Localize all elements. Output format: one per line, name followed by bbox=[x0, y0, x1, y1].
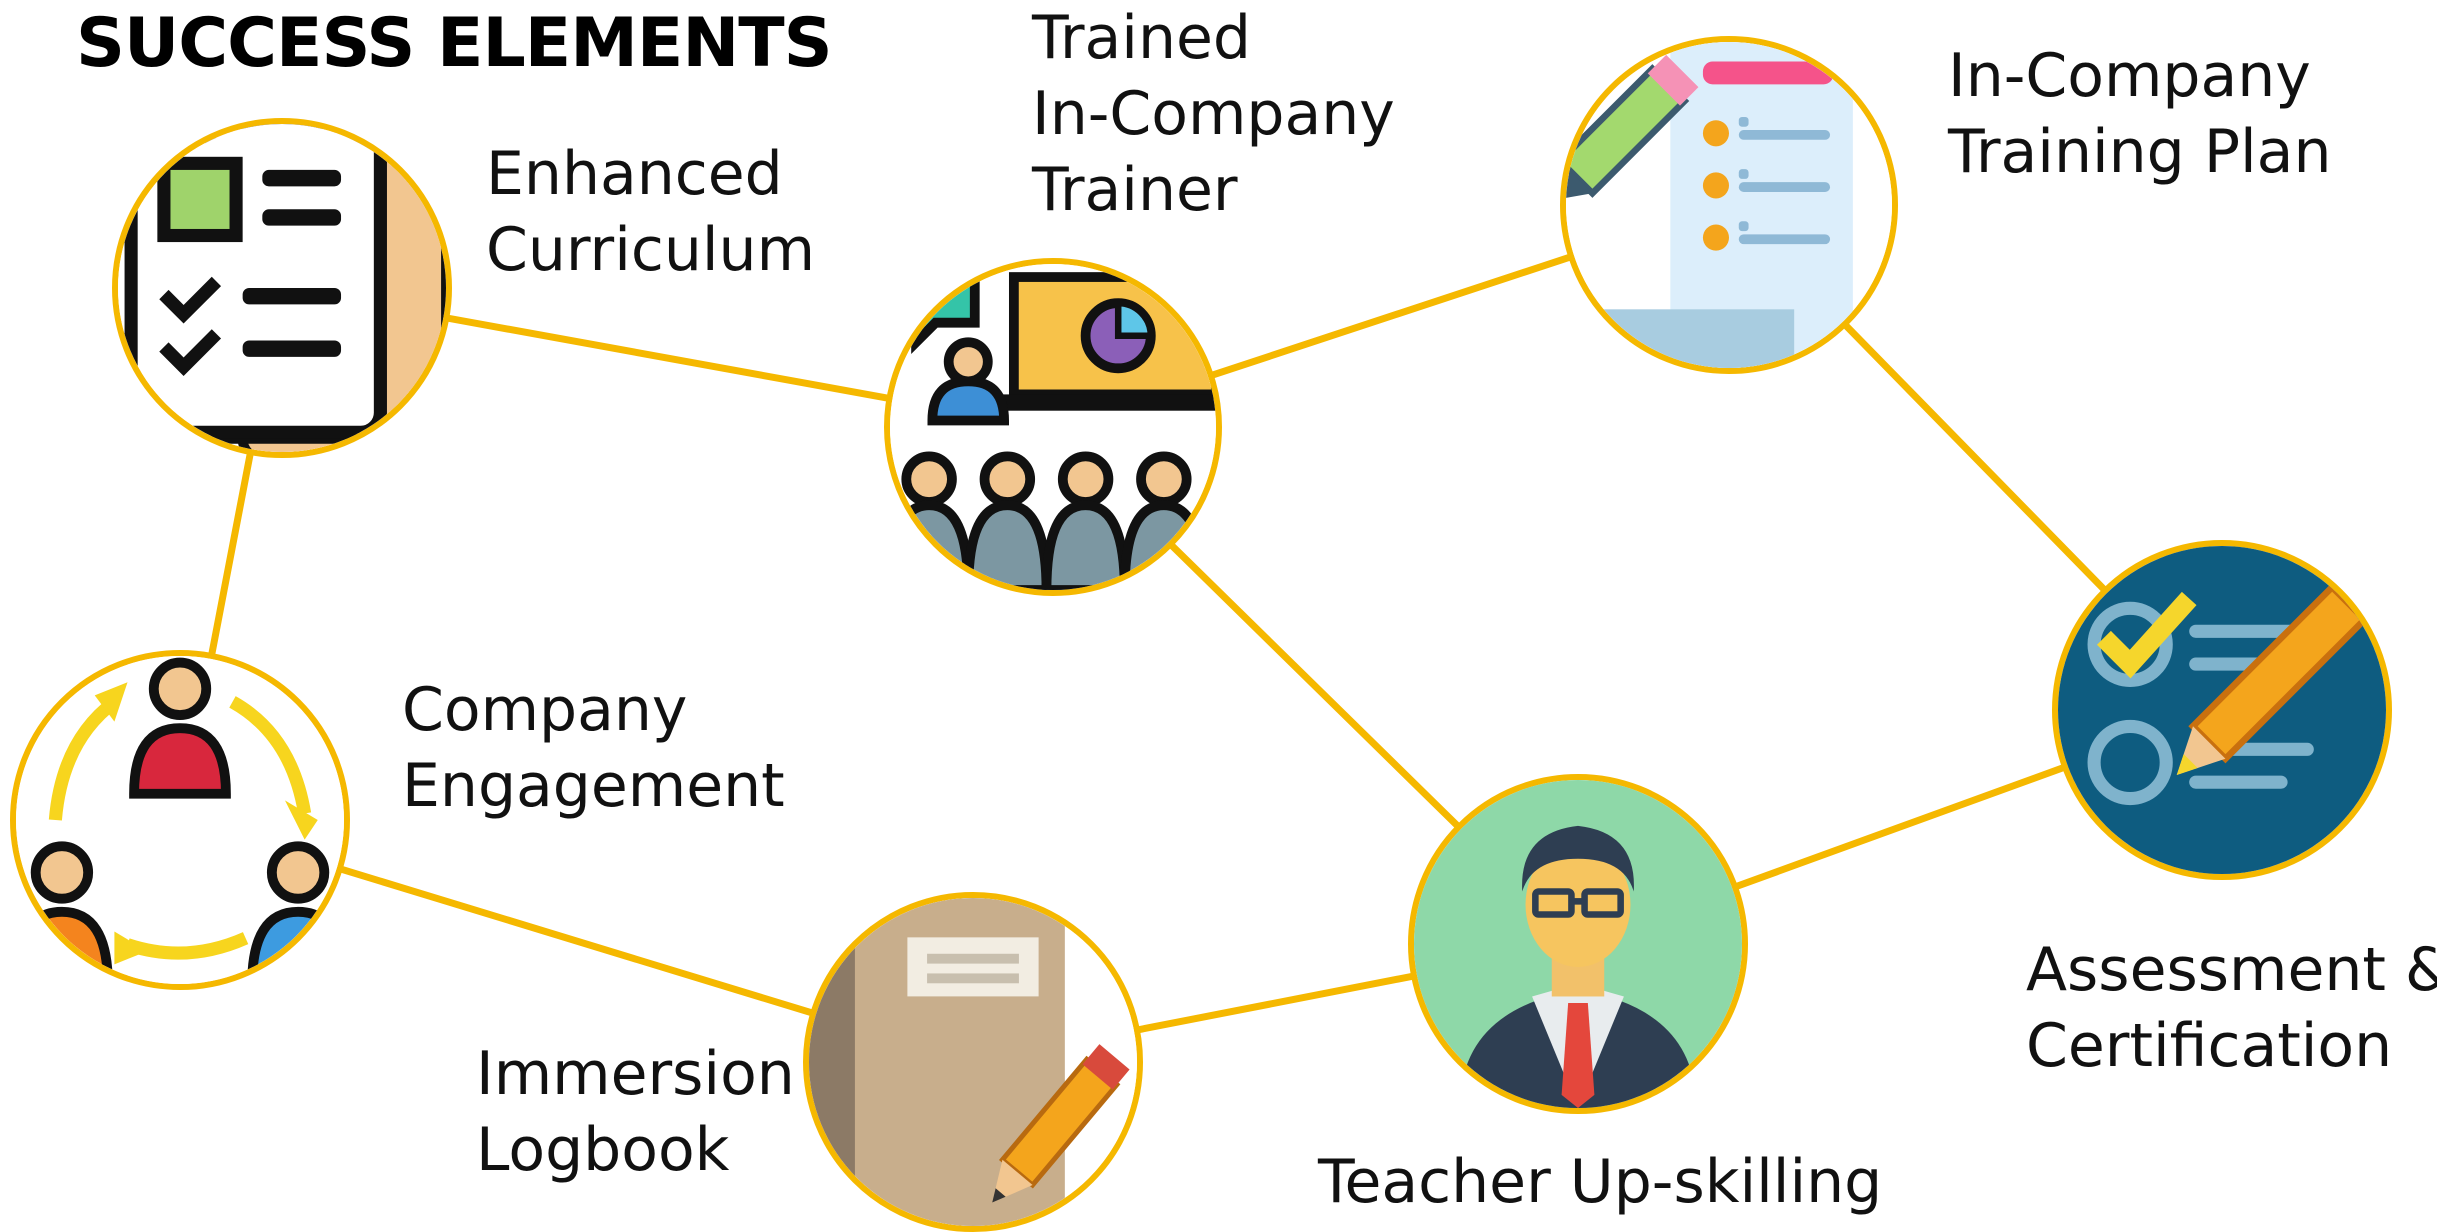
trained-trainer-line-2: In-Company bbox=[1032, 79, 1395, 149]
trained-trainer-line-1: Trained bbox=[1032, 3, 1251, 73]
trained-trainer-line-3: Trainer bbox=[1032, 155, 1238, 225]
immersion-logbook-line-2: Logbook bbox=[476, 1115, 730, 1185]
notebook-pencil-icon bbox=[803, 892, 1143, 1232]
enhanced-curriculum-line-2: Curriculum bbox=[486, 215, 816, 285]
assessment-line-2: Certification bbox=[2026, 1011, 2393, 1081]
plan-document-pencil-icon bbox=[1560, 36, 1898, 374]
trained-trainer-label: Trained In-Company Trainer bbox=[1032, 0, 1395, 228]
checklist-document-icon bbox=[112, 118, 452, 458]
company-engagement-label: Company Engagement bbox=[402, 672, 785, 824]
presentation-trainer-icon bbox=[884, 258, 1222, 596]
company-engagement-line-1: Company bbox=[402, 675, 688, 745]
enhanced-curriculum-line-1: Enhanced bbox=[486, 139, 783, 209]
teacher-upskilling-label: Teacher Up-skilling bbox=[1318, 1144, 1882, 1220]
immersion-logbook-label: Immersion Logbook bbox=[476, 1036, 795, 1188]
company-engagement-line-2: Engagement bbox=[402, 751, 785, 821]
teacher-upskilling-line-1: Teacher Up-skilling bbox=[1318, 1147, 1883, 1217]
page-title: SUCCESS ELEMENTS bbox=[76, 4, 833, 83]
businessman-icon bbox=[1408, 774, 1748, 1114]
people-cycle-icon bbox=[10, 650, 350, 990]
checkmark-pencil-icon bbox=[2052, 540, 2392, 880]
training-plan-line-1: In-Company bbox=[1948, 41, 2311, 111]
assessment-label: Assessment & Certification bbox=[2026, 932, 2437, 1084]
training-plan-line-2: Training Plan bbox=[1948, 117, 2332, 187]
assessment-line-1: Assessment & bbox=[2026, 935, 2437, 1005]
immersion-logbook-line-1: Immersion bbox=[476, 1039, 795, 1109]
training-plan-label: In-Company Training Plan bbox=[1948, 38, 2331, 190]
enhanced-curriculum-label: Enhanced Curriculum bbox=[486, 136, 815, 288]
